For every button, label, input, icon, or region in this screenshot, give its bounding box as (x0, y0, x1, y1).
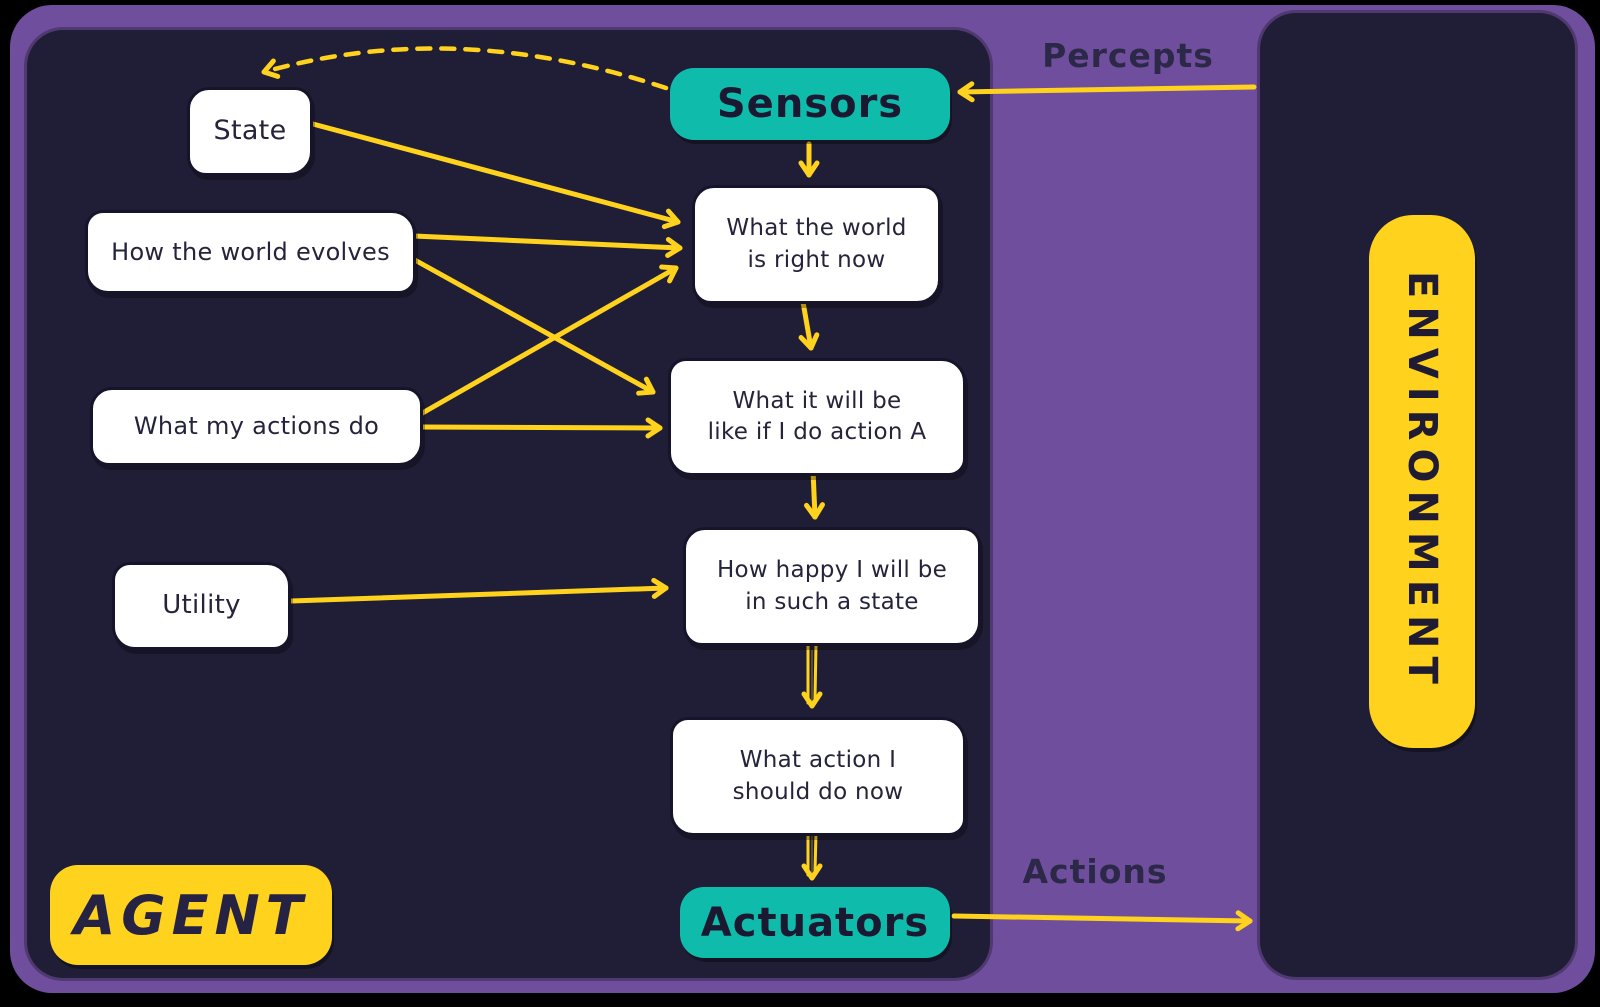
node-what-if-action-a: What it will be like if I do action A (668, 358, 966, 476)
actuators-box: Actuators (680, 887, 950, 958)
node-state: State (187, 87, 313, 176)
node-how-happy: How happy I will be in such a state (683, 527, 981, 646)
node-what-my-actions-do: What my actions do (90, 387, 423, 466)
sensors-box: Sensors (670, 68, 950, 140)
agent-label: AGENT (50, 865, 332, 965)
node-utility: Utility (112, 562, 291, 650)
node-world-right-now: What the world is right now (692, 185, 941, 304)
node-how-world-evolves: How the world evolves (85, 210, 416, 294)
node-what-action-now: What action I should do now (670, 717, 966, 836)
environment-label: ENVIRONMENT (1369, 215, 1475, 748)
actions-label: Actions (1022, 852, 1168, 891)
percepts-label: Percepts (1042, 36, 1214, 75)
